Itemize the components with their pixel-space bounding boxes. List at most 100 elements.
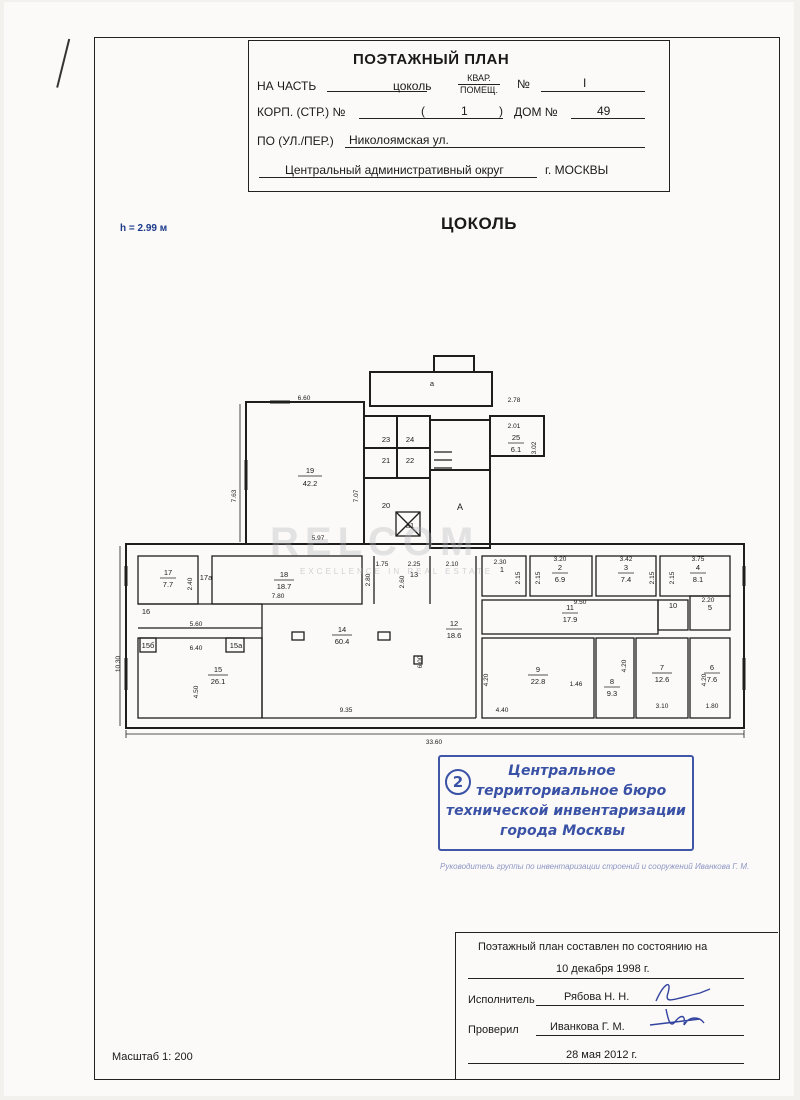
city-value: г. МОСКВЫ [545, 163, 609, 177]
room-11-num: 11 [566, 603, 574, 612]
stamp-line-1: Центральное [508, 763, 616, 779]
dim-1-75: 1.75 [376, 561, 389, 568]
room-16-num: 16 [142, 607, 150, 616]
level-title: ЦОКОЛЬ [441, 214, 517, 233]
room-17-num: 17 [164, 568, 172, 577]
dim-2-78: 2.78 [508, 397, 521, 404]
room-14-area: 60.4 [335, 637, 350, 646]
na-chast-value: цоколь [393, 79, 432, 93]
room-2-num: 2 [558, 563, 562, 572]
korp-close: ) [499, 104, 503, 118]
room-7-num: 7 [660, 663, 664, 672]
watermark-tagline: EXCELLENCE IN REAL ESTATE [300, 567, 494, 576]
dim-3-02: 3.02 [531, 441, 538, 454]
room-22-num: 22 [406, 456, 414, 465]
info-block: Поэтажный план составлен по состоянию на… [455, 932, 778, 1079]
dom-value: 49 [597, 104, 611, 118]
elevator-a1-label: а1 [406, 521, 414, 530]
room-25-num: 25 [512, 433, 520, 442]
room-4-num: 4 [696, 563, 700, 572]
checked-label: Проверил [468, 1024, 519, 1036]
room-21-num: 21 [382, 456, 390, 465]
title-block: ПОЭТАЖНЫЙ ПЛАН НА ЧАСТЬ цоколь КВАР. ПОМ… [248, 40, 670, 192]
room-4-area: 8.1 [693, 575, 703, 584]
dim-3-20: 3.20 [554, 556, 567, 563]
dim-2-15-d: 2.15 [669, 571, 676, 584]
watermark-brand: RELCOM [270, 520, 480, 564]
compiled-date: 10 декабря 1998 г. [556, 963, 650, 975]
dim-2-40: 2.40 [187, 577, 194, 590]
checker-signature [649, 1008, 705, 1026]
dim-9-50: 9.50 [574, 599, 587, 606]
dim-7-80: 7.80 [272, 593, 285, 600]
dim-2-15-a: 2.15 [515, 571, 522, 584]
dim-3-75: 3.75 [692, 556, 705, 563]
executor-name: Рябова Н. Н. [564, 991, 630, 1003]
stamp-line-3: технической инвентаризации [446, 803, 686, 819]
room-18-num: 18 [280, 570, 288, 579]
dim-2-15-b: 2.15 [535, 571, 542, 584]
dim-1-46: 1.46 [570, 681, 583, 688]
kvar-pomeshch-fraction: КВАР. ПОМЕЩ. [458, 73, 500, 96]
korp-open: ( [421, 104, 425, 118]
room-13-num: 13 [410, 570, 418, 579]
room-8-num: 8 [610, 677, 614, 686]
room-18-area: 18.7 [277, 582, 292, 591]
room-2-area: 6.9 [555, 575, 565, 584]
dim-2-20: 2.20 [702, 597, 715, 604]
room-15-area: 26.1 [211, 677, 226, 686]
signatures [649, 983, 711, 1026]
bti-stamp: 2 Центральное территориальное бюро техни… [438, 755, 694, 851]
document-frame [94, 37, 780, 1080]
executor-signature [655, 983, 711, 1002]
dim-4-40: 4.40 [496, 707, 509, 714]
dim-4-20-c: 4.20 [701, 673, 708, 686]
number-value: I [583, 76, 587, 90]
room-19-num: 19 [306, 466, 314, 475]
room-6-area: 7.6 [707, 675, 717, 684]
annex-a-outline [369, 371, 493, 407]
room-23-num: 23 [382, 435, 390, 444]
dim-7-07: 7.07 [353, 489, 360, 502]
dim-6-60: 6.60 [298, 395, 311, 402]
dim-7-63: 7.63 [231, 489, 238, 502]
dim-2-60: 2.60 [399, 575, 406, 588]
number-label: № [517, 77, 530, 91]
checked-date: 28 мая 2012 г. [566, 1049, 638, 1061]
height-note: h = 2.99 м [120, 223, 168, 234]
dim-2-25: 2.25 [408, 561, 421, 568]
stamp-line-4: города Москвы [500, 823, 626, 839]
dim-9-35: 9.35 [340, 707, 353, 714]
annex-a-entrance [433, 355, 475, 373]
room-1-num: 1 [500, 565, 504, 574]
room-15b-num: 15б [142, 641, 155, 650]
stair-a-label: А [457, 502, 463, 512]
dim-3-42: 3.42 [620, 556, 633, 563]
room-14-num: 14 [338, 625, 346, 634]
dim-2-15-c: 2.15 [649, 571, 656, 584]
executor-label: Исполнитель [468, 994, 535, 1006]
room-25-area: 6.1 [511, 445, 521, 454]
dim-2-01: 2.01 [508, 423, 521, 430]
annex-a-label: а [430, 379, 435, 388]
na-chast-label: НА ЧАСТЬ [257, 79, 317, 93]
room-20-num: 20 [382, 501, 390, 510]
compiled-label: Поэтажный план составлен по состоянию на [478, 941, 708, 953]
room-19-area: 42.2 [303, 479, 318, 488]
kvar-label: КВАР. [458, 73, 500, 85]
room-15-num: 15 [214, 665, 222, 674]
dim-4-20-b: 4.20 [621, 659, 628, 672]
korp-label: КОРП. (СТР.) № [257, 105, 346, 119]
document-title: ПОЭТАЖНЫЙ ПЛАН [353, 51, 510, 68]
street-label: ПО (УЛ./ПЕР.) [257, 134, 334, 148]
stamp-line-2: территориальное бюро [476, 783, 667, 799]
street-value: Николоямская ул. [349, 133, 449, 147]
dim-2-80: 2.80 [365, 573, 372, 586]
room-17-area: 7.7 [163, 580, 173, 589]
dim-33-60: 33.60 [426, 739, 443, 746]
room-24-num: 24 [406, 435, 414, 444]
room-5-num: 5 [708, 603, 712, 612]
stamp-number: 2 [445, 769, 471, 795]
dim-5-60: 5.60 [190, 621, 203, 628]
